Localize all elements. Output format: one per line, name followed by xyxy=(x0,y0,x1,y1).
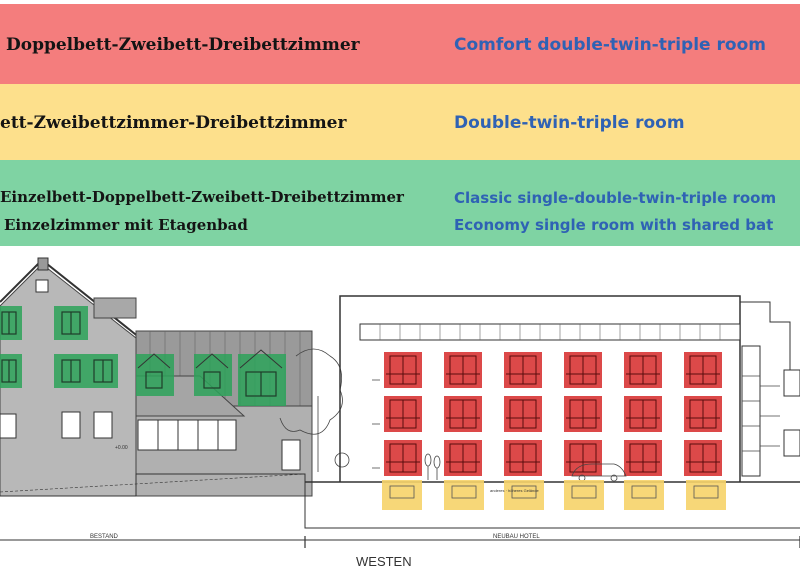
legend-classic-en: Classic single-double-twin-triple room xyxy=(454,189,777,207)
label-direction: WESTEN xyxy=(356,554,412,569)
floor-note: anderes · höheres Gelände xyxy=(490,488,539,493)
legend-standard-de: ett-Zweibettzimmer-Dreibettzimmer xyxy=(0,113,347,133)
label-bestand: BESTAND xyxy=(90,534,119,540)
legend-economy-en: Economy single room with shared bat xyxy=(454,216,774,234)
legend-band-standard: ett-Zweibettzimmer-Dreibettzimmer Double… xyxy=(0,84,800,160)
entrance-door xyxy=(281,439,301,471)
label-neubau-hotel: NEUBAU HOTEL xyxy=(493,534,540,540)
legend-comfort-de: Doppelbett-Zweibett-Dreibettzimmer xyxy=(6,35,360,55)
legend-classic-de: Einzelbett-Doppelbett-Zweibett-Dreibettz… xyxy=(0,188,404,206)
comfort-rooms xyxy=(384,352,722,476)
entourage-figures xyxy=(424,453,627,482)
attic-window xyxy=(35,279,49,293)
legend-band-classic: Einzelbett-Doppelbett-Zweibett-Dreibettz… xyxy=(0,160,800,246)
legend-comfort-en: Comfort double-twin-triple room xyxy=(454,35,766,55)
old-building: +0.00 xyxy=(0,257,313,497)
svg-text:+0.00: +0.00 xyxy=(115,445,128,451)
economy-rooms: anderes · höheres Gelände xyxy=(382,480,726,510)
legend-band-comfort: Doppelbett-Zweibett-Dreibettzimmer Comfo… xyxy=(0,4,800,84)
facade-elevation-drawing: +0.00 xyxy=(0,257,800,569)
legend-economy-de: Einzelzimmer mit Etagenbad xyxy=(4,216,248,234)
chimney xyxy=(37,257,49,271)
tree xyxy=(279,348,350,472)
new-hotel-building: anderes · höheres Gelände xyxy=(339,295,800,510)
legend-standard-en: Double-twin-triple room xyxy=(454,113,685,133)
